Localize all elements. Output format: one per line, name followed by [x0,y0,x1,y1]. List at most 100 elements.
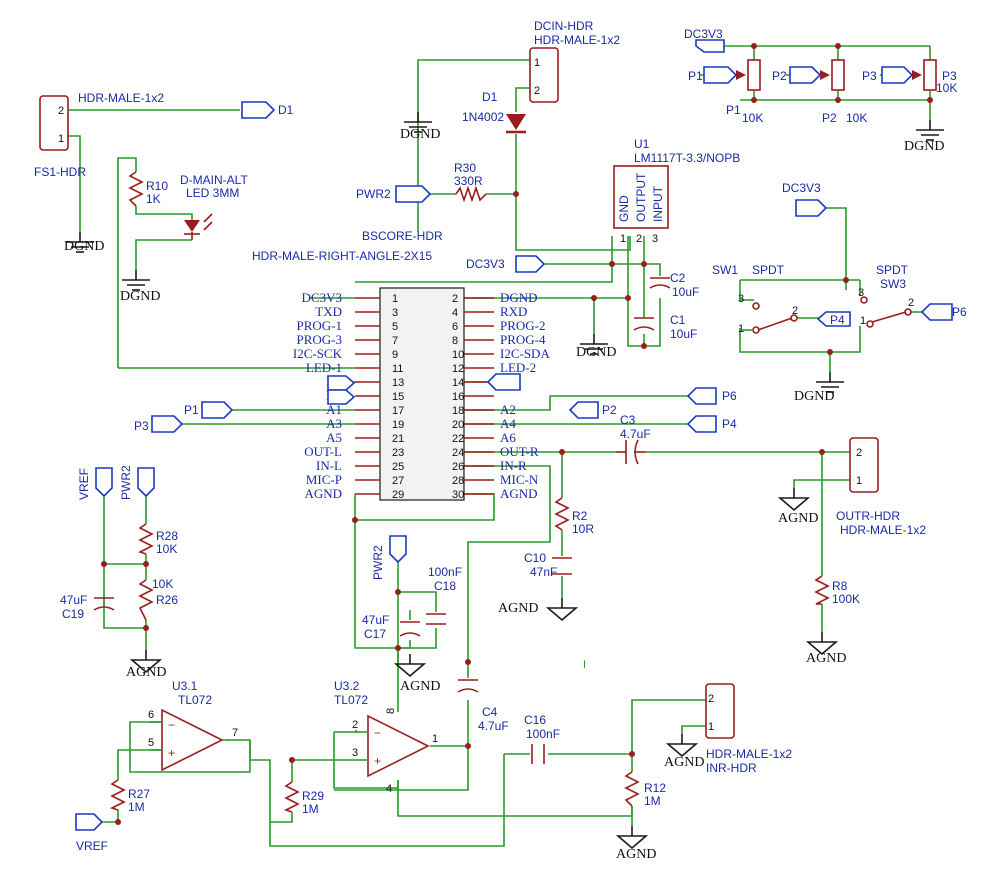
bscore-left-pin-num: 23 [392,447,404,459]
bscore-left-pin-num: 19 [392,419,404,431]
port-p3-core: P3 [134,415,184,433]
vref-bottom-label: VREF [76,839,108,853]
port-pwr2-top: PWR2 [119,465,155,500]
cap-c18: 100nF C18 [426,565,462,625]
c4-val: 4.7uF [478,719,509,733]
fs1-name: FS1-HDR [34,165,86,179]
r28-ref: R28 [156,529,178,543]
bscore-left-pin-num: 7 [392,335,398,347]
svg-text:−: − [374,726,381,740]
outr-part: HDR-MALE-1x2 [840,523,926,537]
r12-resistor: R12 1M AGND [616,771,666,862]
agnd-c10: AGND [498,597,577,621]
port-p3-core-label: P3 [134,419,149,433]
sw1-p2: 2 [792,305,798,317]
stray-tick: I [583,659,586,671]
u1-num3: 3 [652,233,658,245]
bscore-left-pin-label: A3 [326,416,342,431]
bscore-right-pin-num: 18 [452,405,464,417]
bscore-part: HDR-MALE-RIGHT-ANGLE-2X15 [252,249,432,263]
u32-ref: U3.2 [334,679,360,693]
pwr2-top-label: PWR2 [119,465,133,500]
u32-n4: 4 [386,783,392,795]
bscore-left-pin-label: IN-L [316,458,342,473]
bscore-right-pin-label: DGND [500,290,538,305]
r12-agnd: AGND [616,847,656,862]
p1-port-label: P1 [688,69,703,83]
vref-top-label: VREF [77,468,91,500]
divider-agnd: AGND [126,665,166,680]
sw3-p3: 3 [858,287,864,299]
r12-val: 1M [644,794,661,808]
bscore-left-pin-label: I2C-SCK [293,346,343,361]
p2-ref: P2 [822,111,837,125]
u1-num2: 2 [636,233,642,245]
led-ref: D-MAIN-ALT [180,173,248,187]
bscore-right-pin-num: 24 [452,447,464,459]
r2-val: 10R [572,522,594,536]
diode-part: 1N4002 [462,110,504,124]
cap-c3: C3 4.7uF [616,413,651,465]
sw-p6-label: P6 [952,305,967,319]
bscore-right-pin-num: 10 [452,349,464,361]
port-dc3v3-sw: DC3V3 [782,181,828,217]
port-d1-core [327,375,356,391]
dcin-name: DCIN-HDR [534,19,594,33]
svg-text:−: − [168,718,175,732]
bscore-right-pin-num: 12 [452,363,464,375]
bscore-right-pin-label: IN-R [500,458,527,473]
u32-agnd: AGND [400,679,440,694]
cap-c19: 47uF C19 [60,593,115,621]
junction-dots [101,43,933,825]
u1-pin-gnd: GND [617,195,631,222]
diode-ref: D1 [482,90,498,104]
r27-val: 1M [128,800,145,814]
bscore-right-pin-num: 20 [452,419,464,431]
r30-val: 330R [454,174,483,188]
c17-val: 47uF [362,613,389,627]
sw-p4-label: P4 [830,313,845,327]
r28-resistor: R28 10K [137,523,178,556]
r28-val: 10K [156,542,177,556]
bscore-right-pin-label: AGND [500,486,538,501]
dcin-pin2: 2 [534,85,540,97]
p1-ref: P1 [726,103,741,117]
dcin-dgnd: DGND [400,127,440,142]
bscore-right-pin-num: 6 [452,321,458,333]
port-pwr2-r30: PWR2 [356,185,432,203]
sw3-ref: SW3 [880,277,906,291]
switch-sw3: SPDT SW3 3 1 2 [858,263,914,328]
bscore-right-pin-num: 14 [452,377,464,389]
agnd-divider: AGND [126,649,166,680]
u1-pin-output: OUTPUT [634,172,648,222]
bscore-left-pin-label: A1 [326,402,342,417]
regulator-u1: GND OUTPUT INPUT 1 2 3 U1 LM1117T-3.3/NO… [613,137,740,245]
fs1-part: HDR-MALE-1x2 [78,91,164,105]
bscore-left-pin-num: 21 [392,433,404,445]
p2-port-label: P2 [772,69,787,83]
u31-ref: U3.1 [172,679,198,693]
r29-resistor: R29 1M [283,781,324,816]
pots-dgnd: DGND [904,139,944,154]
bscore-left-pin-label: OUT-L [304,444,342,459]
p2-val: 10K [846,111,867,125]
pwr2-u32-label: PWR2 [371,545,385,580]
u31-n7: 7 [232,727,238,739]
outr-agnd: AGND [778,511,818,526]
bscore-left-pin-label: A5 [326,430,342,445]
port-p6-core: P6 [686,387,737,405]
pot-p1: P1 P1 10K [688,59,763,125]
u31-n6: 6 [148,709,154,721]
outr-pin1: 1 [856,475,862,487]
bscore-left-pin-num: 5 [392,321,398,333]
r26-resistor: 10K R26 [138,577,178,621]
r10-resistor: R10 1K [128,171,168,207]
r27-ref: R27 [128,787,150,801]
svg-text:+: + [168,746,175,760]
port-p6-sw: P6 [920,303,967,321]
port-vref-bottom: VREF [75,813,108,853]
pots-dc3v3-label: DC3V3 [684,27,723,41]
sw3-type: SPDT [876,263,909,277]
u31-part: TL072 [178,693,212,707]
